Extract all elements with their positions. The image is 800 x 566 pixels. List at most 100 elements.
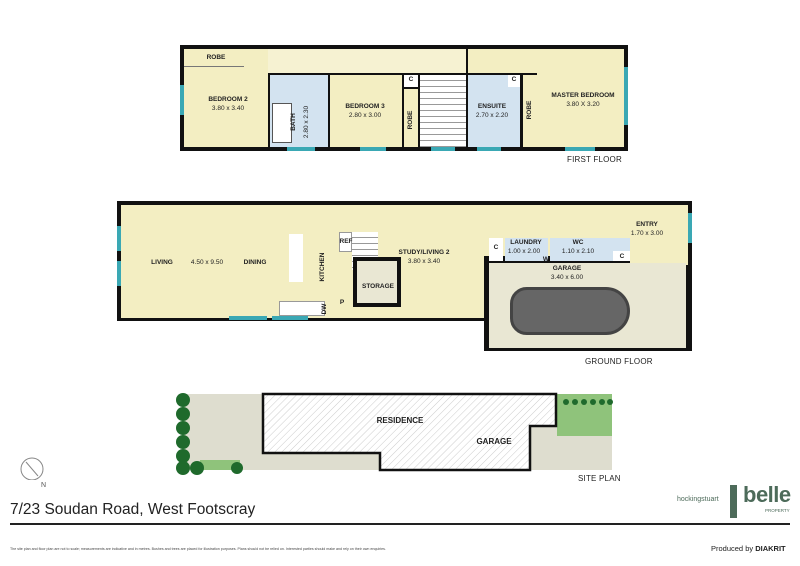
- label-garage: GARAGE: [552, 265, 582, 272]
- bush-icon: [581, 399, 587, 405]
- bush-icon: [590, 399, 596, 405]
- window: [624, 67, 628, 125]
- label-dining: DINING: [243, 259, 267, 266]
- size-master-bedroom: 3.80 X 3.20: [566, 101, 600, 108]
- tree-icon: [176, 407, 190, 421]
- site-plan: [20, 392, 613, 480]
- label-residence: RESIDENCE: [376, 416, 424, 425]
- kitchen-island: [289, 234, 303, 282]
- robe-bed2: [184, 49, 244, 67]
- storage: [357, 261, 397, 303]
- robe-master: [523, 75, 537, 147]
- size-laundry: 1.00 x 2.00: [507, 248, 541, 255]
- window: [180, 85, 184, 115]
- hallway: [268, 49, 466, 73]
- first-floor-caption: FIRST FLOOR: [567, 155, 622, 164]
- tree-icon: [176, 393, 190, 407]
- robe-bed3: [404, 89, 418, 147]
- produced-by-label: Produced by: [711, 544, 754, 553]
- wc: [550, 238, 630, 261]
- trees: [176, 393, 613, 475]
- label-c: C: [493, 244, 499, 251]
- staircase: [420, 75, 466, 147]
- cupboard: [613, 251, 630, 261]
- residence-outline: [261, 392, 558, 472]
- kitchen-bench: [279, 301, 325, 316]
- tree-icon: [231, 462, 243, 474]
- label-washer: W: [542, 256, 550, 263]
- brand-sub: PROPERTY: [765, 508, 790, 513]
- brand-logo-bar: [730, 485, 737, 518]
- bush-icon: [572, 399, 578, 405]
- size-garage: 3.40 x 6.00: [550, 274, 584, 281]
- size-bedroom-2: 3.80 x 3.40: [211, 105, 245, 112]
- label-storage: STORAGE: [361, 283, 395, 290]
- label-ensuite: ENSUITE: [477, 103, 507, 110]
- size-bedroom-3: 2.80 x 3.00: [348, 112, 382, 119]
- size-wc: 1.10 x 2.10: [561, 248, 595, 255]
- window: [272, 316, 308, 320]
- cupboard: [508, 75, 520, 87]
- entry: [630, 205, 688, 265]
- label-master-bedroom: MASTER BEDROOM: [551, 92, 615, 99]
- master-bedroom: [537, 49, 624, 147]
- producer-name: DIAKRIT: [755, 544, 786, 553]
- bush-icon: [563, 399, 569, 405]
- tree-icon: [176, 421, 190, 435]
- first-floor-plan: [180, 45, 628, 151]
- garden-strip: [200, 460, 240, 470]
- ensuite: [468, 75, 520, 147]
- label-ref: REF: [339, 238, 353, 245]
- size-entry: 1.70 x 3.00: [630, 230, 664, 237]
- cupboard: [489, 238, 503, 261]
- window: [117, 226, 121, 251]
- bedroom-3: [330, 75, 402, 147]
- window: [229, 316, 267, 320]
- fridge: [339, 232, 352, 252]
- bush-icon: [607, 399, 613, 405]
- window: [287, 147, 315, 151]
- label-wc: WC: [572, 239, 584, 246]
- label-entry: ENTRY: [636, 221, 658, 228]
- bathtub: [272, 103, 292, 143]
- tree-icon: [190, 461, 204, 475]
- window: [117, 261, 121, 286]
- divider: [10, 523, 790, 525]
- tree-icon: [176, 435, 190, 449]
- window: [565, 147, 595, 151]
- car-icon: [510, 287, 630, 335]
- size-living-dining: 4.50 x 9.50: [190, 259, 224, 266]
- ground-floor-caption: GROUND FLOOR: [585, 357, 653, 366]
- label-robe: ROBE: [206, 54, 226, 61]
- label-robe: ROBE: [406, 110, 414, 130]
- size-ensuite: 2.70 x 2.20: [475, 112, 509, 119]
- label-bedroom-2: BEDROOM 2: [208, 96, 248, 103]
- brand-logo: belle: [743, 482, 791, 507]
- label-robe: ROBE: [525, 100, 533, 120]
- label-living: LIVING: [151, 259, 173, 266]
- agency-name: hockingstuart: [677, 496, 719, 503]
- label-study: STUDY/LIVING 2: [398, 249, 450, 256]
- label-bedroom-3: BEDROOM 3: [345, 103, 385, 110]
- window: [477, 147, 501, 151]
- window: [360, 147, 386, 151]
- laundry: [505, 238, 548, 261]
- label-dw: DW: [320, 303, 328, 315]
- tree-icon: [176, 461, 190, 475]
- label-garage-site: GARAGE: [476, 437, 512, 446]
- size-bath: 2.80 x 2.30: [302, 105, 310, 139]
- window: [688, 213, 692, 243]
- master-hall: [468, 49, 537, 73]
- produced-by: Produced by DIAKRIT: [711, 544, 786, 553]
- property-address: 7/23 Soudan Road, West Footscray: [10, 501, 256, 518]
- compass-icon: [20, 457, 44, 480]
- compass-north-label: N: [41, 482, 47, 489]
- label-c: C: [619, 253, 625, 260]
- size-study: 3.80 x 3.40: [407, 258, 441, 265]
- cupboard: [404, 75, 418, 87]
- site-plan-caption: SITE PLAN: [578, 474, 621, 483]
- label-laundry: LAUNDRY: [510, 239, 542, 246]
- label-c: C: [511, 76, 517, 83]
- tree-icon: [176, 449, 190, 463]
- ground-floor-plan: [117, 201, 692, 351]
